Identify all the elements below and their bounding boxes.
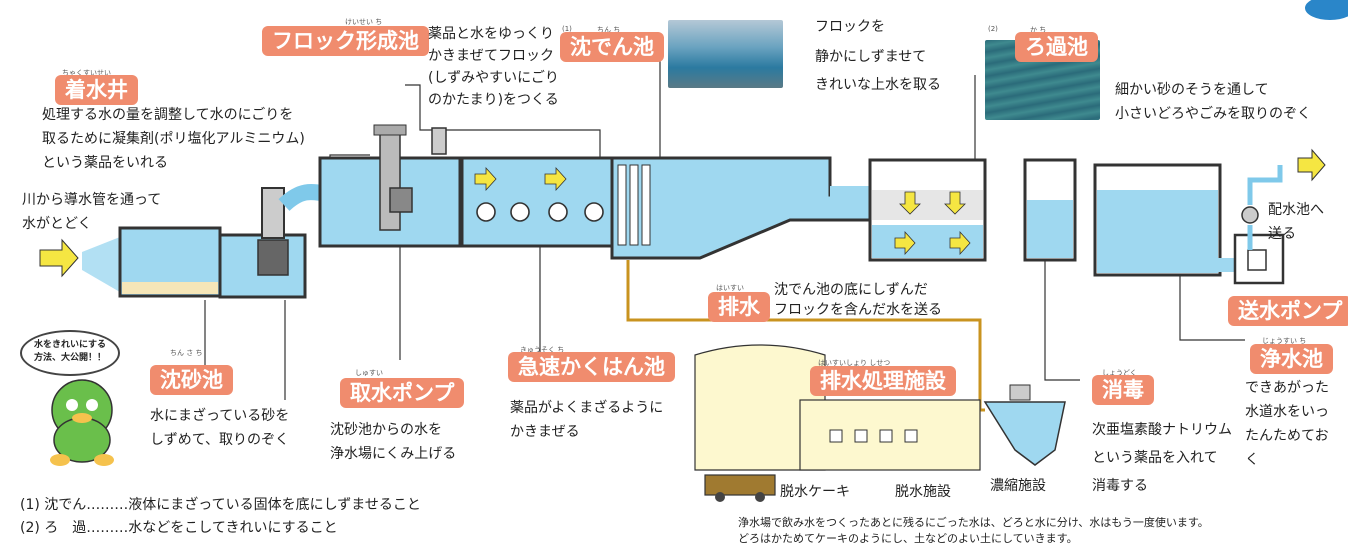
label-rapid-mix: 急速かくはん池 — [508, 352, 675, 382]
sedimentation-basin — [610, 156, 872, 260]
corner-character — [1305, 0, 1348, 20]
label-sedimentation: 沈でん池 — [560, 32, 664, 62]
label-waste-treatment: 排水処理施設 — [810, 366, 956, 396]
shusui-ruby: しゅすい — [355, 369, 383, 377]
jousui-ruby: じょうすい ち — [1262, 337, 1307, 345]
haisui-shori-ruby: はいすいしょり しせつ — [818, 359, 891, 367]
chinden-prefix: (1) — [562, 25, 572, 33]
thickener-tank — [983, 401, 1066, 466]
chinden-ruby: ちん ち — [597, 26, 621, 34]
label-filtration: ろ過池 — [1015, 32, 1098, 62]
label-transmission-pump: 送水ポンプ — [1228, 296, 1348, 326]
label-disinfection: 消毒 — [1092, 375, 1154, 405]
waste-pipe — [626, 260, 985, 412]
sludge-truck — [704, 474, 776, 496]
mascot-speech-bubble: 水をきれいにする 方法、大公開！！ — [20, 330, 120, 376]
shodoku-ruby: しょうどく — [1102, 369, 1137, 377]
label-drainage: 排水 — [708, 292, 770, 322]
sedimentation-photo — [668, 20, 783, 88]
inflow-arrow — [39, 238, 79, 278]
label-dewatering-facility: 脱水施設 — [895, 484, 951, 500]
label-dewatered-cake: 脱水ケーキ — [780, 484, 850, 500]
kappa-mascot — [50, 379, 114, 466]
label-thickener: 濃縮施設 — [990, 478, 1046, 494]
label-receiving-well: 着水井 — [55, 75, 138, 105]
chakusui-ruby: ちゃくすいせい — [62, 69, 111, 77]
roka-prefix: (2) — [988, 25, 998, 33]
label-clear-water: 浄水池 — [1250, 344, 1333, 374]
label-flocculation: フロック形成池 — [262, 26, 429, 56]
chinsa-ruby: ちん さ ち — [170, 349, 203, 357]
roka-ruby: か ち — [1030, 26, 1047, 34]
kyusoku-ruby: きゅうそく ち — [520, 346, 565, 354]
floc-ruby: けいせい ち — [345, 18, 383, 26]
haisui-ruby: はいすい — [716, 284, 744, 292]
label-grit-chamber: 沈砂池 — [150, 365, 233, 395]
label-intake-pump: 取水ポンプ — [340, 378, 465, 408]
flocculation-basin — [460, 156, 614, 248]
